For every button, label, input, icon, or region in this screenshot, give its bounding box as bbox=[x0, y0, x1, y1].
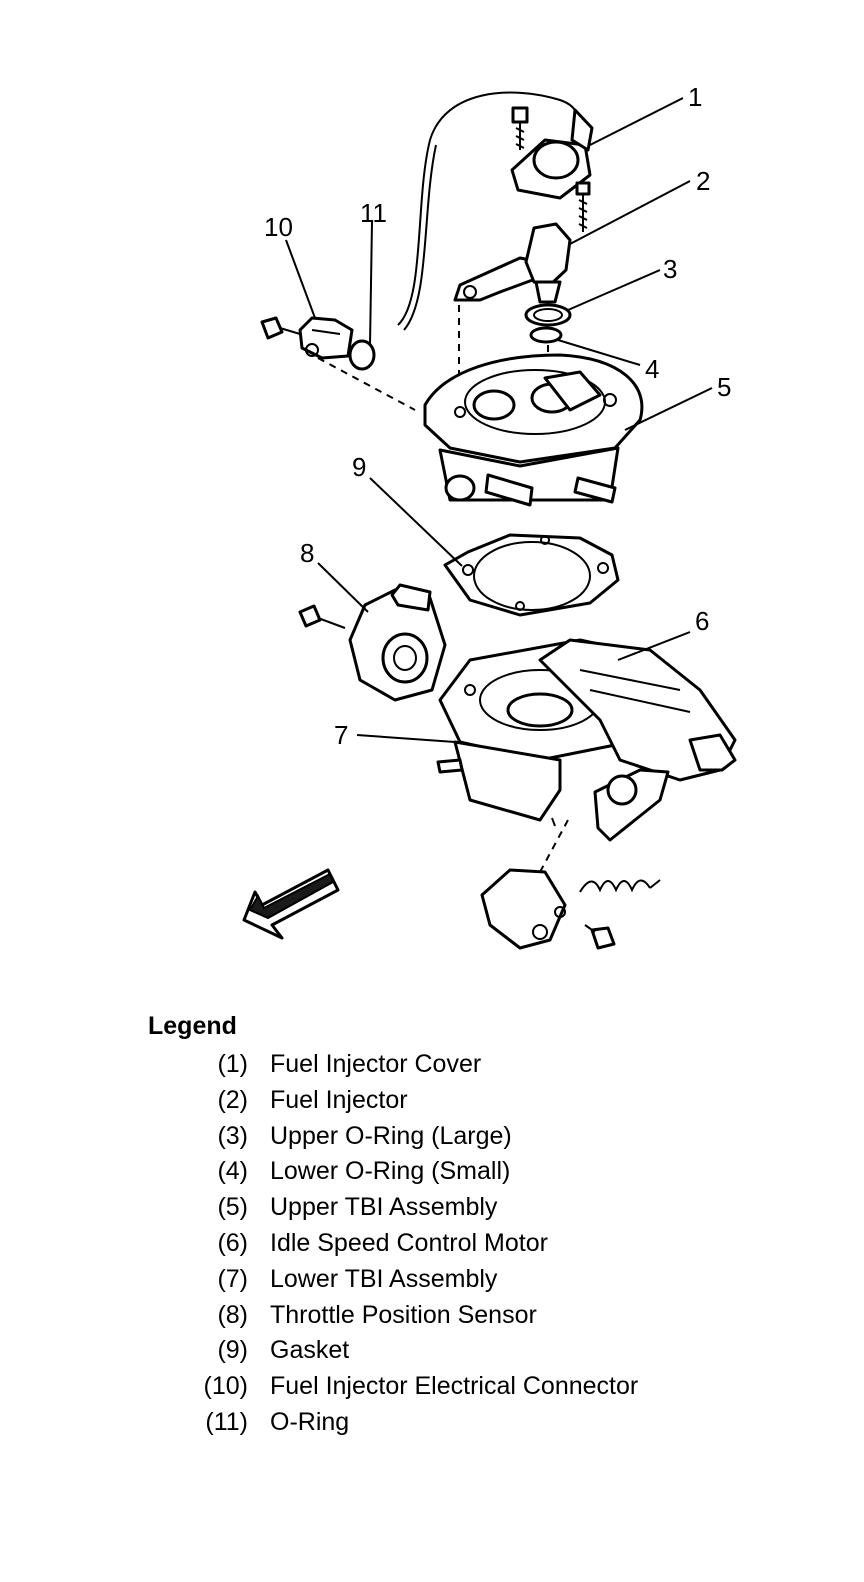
throttle-bracket bbox=[480, 819, 569, 950]
legend-item: (3) Upper O-Ring (Large) bbox=[148, 1119, 848, 1155]
legend-item-number: (8) bbox=[217, 1300, 248, 1329]
legend-item-label: Throttle Position Sensor bbox=[270, 1300, 537, 1329]
callout-5: 5 bbox=[717, 372, 731, 402]
legend-item-number: (7) bbox=[217, 1264, 248, 1293]
cover-bolt bbox=[511, 106, 529, 150]
legend-item-number: (9) bbox=[217, 1336, 248, 1365]
legend-item-label: Fuel Injector Cover bbox=[270, 1050, 482, 1078]
throttle-position-sensor bbox=[348, 583, 447, 702]
callout-6: 6 bbox=[695, 606, 709, 636]
legend-item: (1) Fuel Injector Cover bbox=[148, 1047, 848, 1083]
callout-3: 3 bbox=[663, 254, 677, 284]
fuel-injector-electrical-connector bbox=[298, 316, 354, 360]
callout-7: 7 bbox=[334, 720, 348, 750]
legend-item-number: (6) bbox=[217, 1228, 248, 1257]
idle-speed-control-motor bbox=[538, 638, 737, 842]
callout-1: 1 bbox=[688, 82, 702, 112]
legend-item: (5) Upper TBI Assembly bbox=[148, 1190, 848, 1226]
bracket-screw bbox=[584, 924, 616, 950]
gasket bbox=[443, 533, 620, 617]
legend-item: (7) Lower TBI Assembly bbox=[148, 1262, 848, 1298]
upper-o-ring bbox=[524, 303, 572, 327]
legend-item-label: Lower TBI Assembly bbox=[270, 1264, 498, 1293]
connector-bolt bbox=[260, 316, 301, 340]
legend-item-number: (4) bbox=[217, 1157, 248, 1186]
exploded-view-diagram: 1 2 3 4 5 6 7 8 9 10 11 bbox=[242, 82, 737, 950]
legend-item-label: Lower O-Ring (Small) bbox=[270, 1157, 511, 1186]
legend-item: (10) Fuel Injector Electrical Connector bbox=[148, 1369, 848, 1405]
fuel-injector bbox=[453, 222, 572, 304]
legend-item-label: O-Ring bbox=[270, 1407, 350, 1436]
front-direction-arrow-icon bbox=[242, 868, 340, 940]
wire-harness bbox=[397, 91, 580, 326]
fuel-injector-cover bbox=[510, 108, 594, 200]
legend-item: (4) Lower O-Ring (Small) bbox=[148, 1154, 848, 1190]
legend-item-label: Idle Speed Control Motor bbox=[270, 1228, 548, 1257]
tps-screw bbox=[298, 604, 346, 629]
callout-8: 8 bbox=[300, 538, 314, 568]
legend-item-label: Upper TBI Assembly bbox=[270, 1193, 498, 1222]
legend-title: Legend bbox=[148, 1012, 237, 1040]
callout-10: 10 bbox=[264, 212, 293, 242]
legend-item: (11) O-Ring bbox=[148, 1405, 848, 1441]
legend-item-label: Gasket bbox=[270, 1336, 350, 1365]
legend-item-number: (2) bbox=[217, 1085, 248, 1114]
callout-2: 2 bbox=[696, 166, 710, 196]
legend-item-number: (10) bbox=[203, 1372, 248, 1401]
o-ring bbox=[348, 339, 376, 371]
callout-4: 4 bbox=[645, 354, 659, 384]
callout-11: 11 bbox=[360, 198, 387, 228]
legend-item-number: (1) bbox=[217, 1050, 248, 1078]
lower-o-ring bbox=[529, 326, 563, 344]
legend-item: (6) Idle Speed Control Motor bbox=[148, 1226, 848, 1262]
legend-item: (8) Throttle Position Sensor bbox=[148, 1298, 848, 1334]
return-spring bbox=[579, 879, 661, 893]
legend-item-label: Upper O-Ring (Large) bbox=[270, 1121, 512, 1150]
legend-item-label: Fuel Injector Electrical Connector bbox=[270, 1372, 639, 1401]
legend-item: (9) Gasket bbox=[148, 1333, 848, 1369]
legend-item: (2) Fuel Injector bbox=[148, 1083, 848, 1119]
legend-item-number: (3) bbox=[217, 1121, 248, 1150]
legend-item-number: (11) bbox=[205, 1407, 248, 1436]
upper-tbi-assembly bbox=[423, 353, 644, 507]
legend-item-number: (5) bbox=[217, 1193, 248, 1222]
legend: Legend (1) Fuel Injector Cover (2) Fuel … bbox=[148, 1012, 848, 1441]
legend-item-label: Fuel Injector bbox=[270, 1085, 408, 1114]
injector-bolt bbox=[575, 181, 591, 232]
callout-9: 9 bbox=[352, 452, 366, 482]
